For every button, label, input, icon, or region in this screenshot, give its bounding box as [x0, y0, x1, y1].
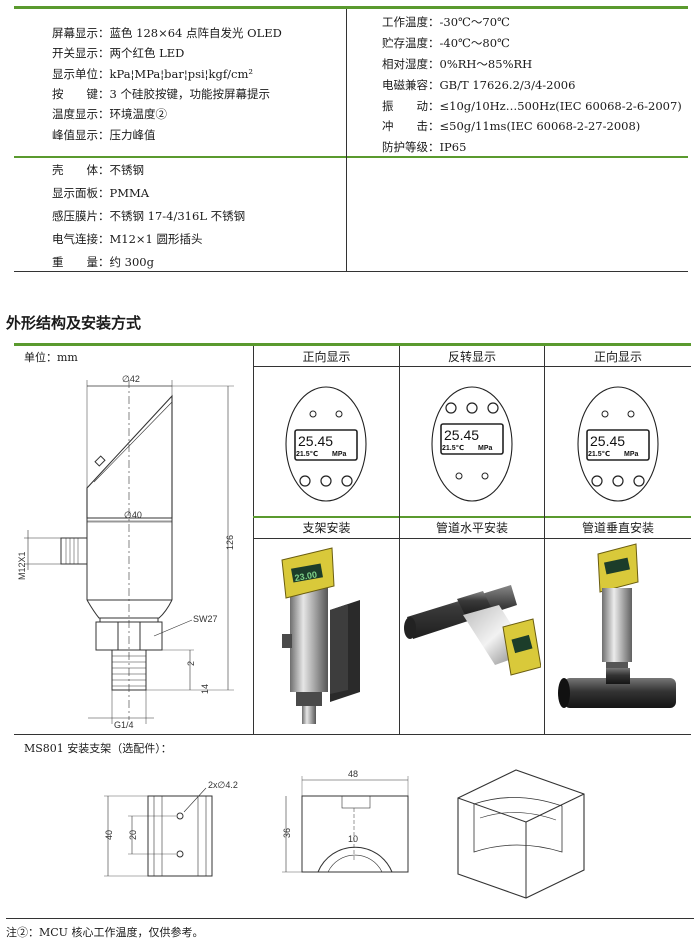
display-value: 25.45: [444, 427, 479, 443]
photo-pipe-vertical: [558, 543, 676, 708]
display-temp: 21.5℃: [296, 450, 318, 458]
spec-right-2: 相对湿度：0%RH～85%RH: [382, 57, 533, 71]
bracket-dim-h20: 20: [128, 830, 138, 840]
dim-sw27: SW27: [193, 614, 218, 624]
grid-row-line-1: [253, 366, 691, 367]
sensor-dimension-drawing: ∅42 ∅40 126 M12X1 SW27 2 14 G1/4: [17, 374, 235, 730]
panel-title-1: 反转显示: [447, 350, 496, 364]
spec-left-3: 按 键：3 个硅胶按键，功能按屏幕提示: [52, 87, 270, 101]
grid-col-line-1: [399, 346, 400, 734]
dim-h126: 126: [225, 535, 235, 550]
display-temp: 21.5℃: [588, 450, 610, 458]
display-unit: MPa: [478, 445, 493, 452]
spec-right-0: 工作温度：-30℃～70℃: [382, 15, 510, 29]
display-value: 25.45: [298, 433, 333, 449]
grid-col-line-2: [544, 346, 545, 734]
panel-title-5: 管道垂直安装: [581, 521, 654, 535]
bracket-title: MS801 安装支架（选配件）：: [24, 742, 172, 755]
dim-14: 14: [200, 684, 210, 694]
spec-right-5: 冲 击：≤50g/11ms(IEC 60068-2-27-2008): [382, 119, 641, 133]
footnote: 注②：MCU 核心工作温度，仅供参考。: [6, 926, 204, 939]
dim-d42: ∅42: [122, 374, 140, 384]
panel-title-3: 支架安装: [302, 521, 351, 535]
spec-right-4: 振 动：≤10g/10Hz…500Hz(IEC 60068-2-6-2007): [382, 99, 682, 113]
panel-title-0: 正向显示: [302, 350, 351, 364]
display-temp: 21.5℃: [442, 444, 464, 452]
spec-right-3: 电磁兼容：GB/T 17626.2/3/4-2006: [382, 78, 576, 92]
display-unit: MPa: [332, 451, 347, 458]
display-unit: MPa: [624, 451, 639, 458]
bracket-dim-holes: 2x∅4.2: [208, 780, 238, 790]
footnote-rule: [6, 918, 694, 919]
spec-table-top-rule: [14, 6, 688, 9]
unit-label: 单位：mm: [24, 351, 78, 364]
display-panel-reversed: 25.45 21.5℃ MPa: [431, 386, 513, 502]
photo-bracket-mount: 23.00: [281, 547, 360, 724]
panel-title-2: 正向显示: [593, 350, 642, 364]
dim-g14: G1/4: [114, 720, 134, 730]
bracket-dim-h36: 36: [282, 828, 292, 838]
spec-left-2: 显示单位：kPa¦MPa¦bar¦psi¦kgf/cm²: [52, 67, 253, 81]
spec-mat-4: 重 量：约 300g: [52, 255, 154, 269]
panel-title-4: 管道水平安装: [435, 521, 508, 535]
spec-left-4: 温度显示：环境温度②: [52, 107, 167, 121]
grid-row-line-3: [253, 538, 691, 539]
spec-mat-3: 电气连接：M12×1 圆形插头: [52, 232, 203, 246]
spec-table-mid-rule: [14, 156, 688, 158]
grid-row-rule-2: [253, 516, 691, 518]
photo-display-value: 23.00: [294, 569, 318, 583]
spec-mat-0: 壳 体：不锈钢: [52, 163, 144, 177]
spec-left-5: 峰值显示：压力峰值: [52, 128, 156, 142]
dim-2: 2: [186, 661, 196, 666]
bracket-drawings: 2x∅4.2 40 20 48 36 10: [104, 769, 585, 899]
spec-mat-2: 感压膜片：不锈钢 17-4/316L 不锈钢: [52, 209, 246, 223]
dim-m12: M12X1: [17, 551, 27, 580]
spec-mat-1: 显示面板：PMMA: [52, 186, 150, 200]
display-panel-forward-2: 25.45 21.5℃ MPa: [577, 386, 659, 502]
bracket-dim-h40: 40: [104, 830, 114, 840]
spec-table-divider: [346, 9, 347, 271]
spec-right-1: 贮存温度：-40℃～80℃: [382, 36, 510, 50]
spec-table-bottom-rule: [14, 271, 688, 272]
spec-right-6: 防护等级：IP65: [382, 140, 467, 154]
dim-d40: ∅40: [124, 510, 142, 520]
display-panel-forward-1: 25.45 21.5℃ MPa: [285, 386, 367, 502]
display-value: 25.45: [590, 433, 625, 449]
layout-bottom-rule: [14, 734, 691, 735]
spec-left-0: 屏幕显示：蓝色 128×64 点阵自发光 OLED: [52, 26, 282, 40]
bracket-dim-h10: 10: [348, 834, 358, 844]
photo-pipe-horizontal: [404, 585, 541, 676]
section-title: 外形结构及安装方式: [6, 314, 142, 332]
layout-top-rule: [14, 343, 691, 346]
layout-divider: [253, 346, 254, 734]
bracket-dim-w48: 48: [348, 769, 358, 779]
spec-left-1: 开关显示：两个红色 LED: [52, 46, 185, 60]
